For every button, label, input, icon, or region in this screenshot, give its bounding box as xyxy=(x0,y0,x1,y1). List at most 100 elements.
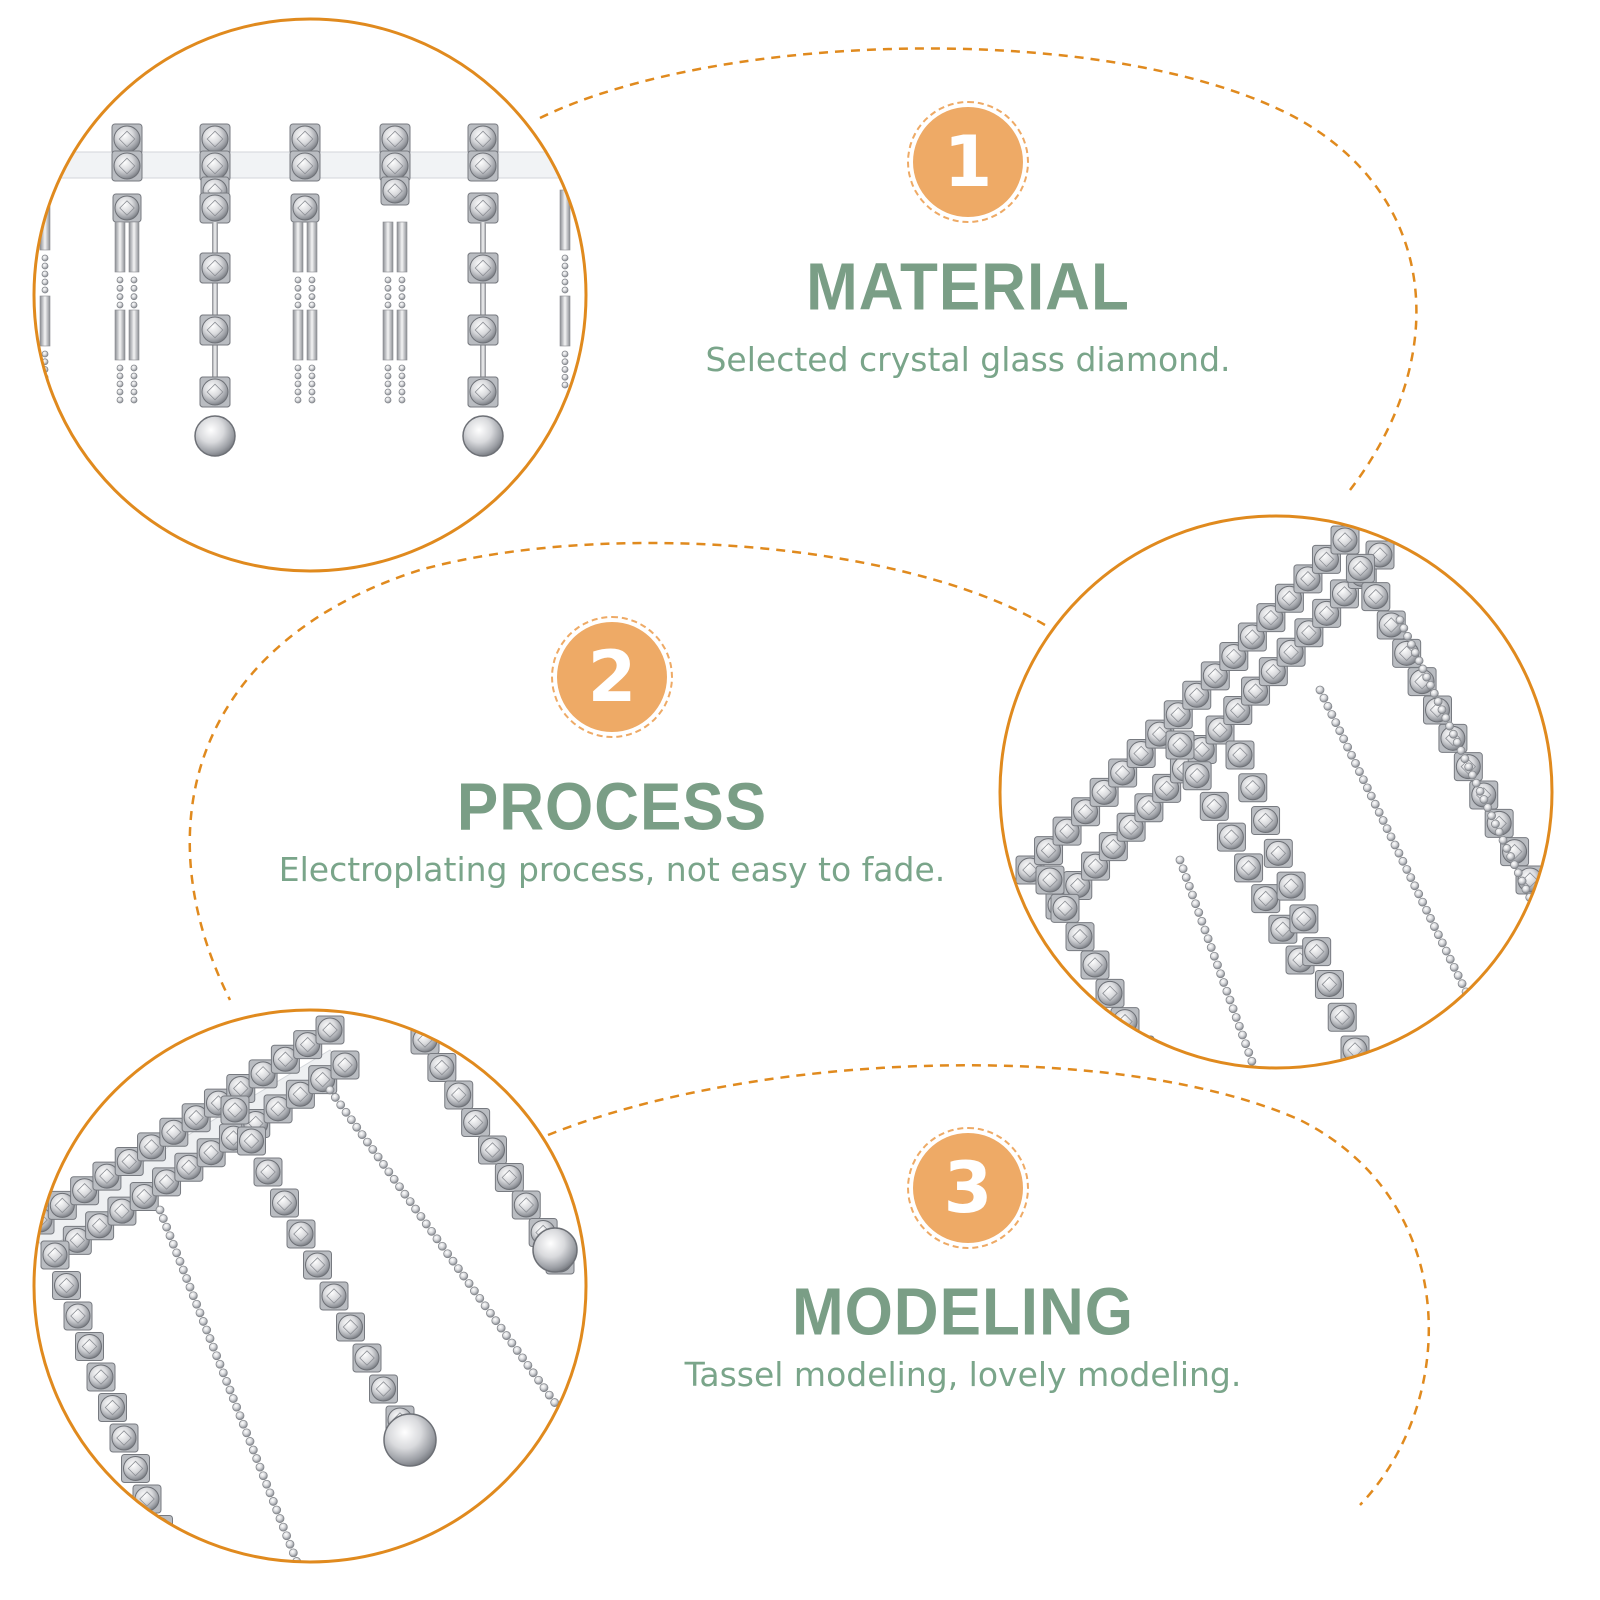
facet xyxy=(206,157,224,175)
facet xyxy=(1170,706,1187,723)
facet xyxy=(1206,798,1223,815)
facet xyxy=(1194,741,1210,758)
rhinestone xyxy=(157,1547,183,1562)
chain-bead xyxy=(162,1222,172,1232)
rhinestone xyxy=(54,1273,79,1298)
chain-bead xyxy=(1465,995,1475,1005)
chain-bead xyxy=(1241,1039,1251,1049)
chain-bead xyxy=(41,270,49,278)
dashed-arc-2 xyxy=(188,541,1046,1001)
chain-bead xyxy=(1517,876,1527,886)
chain-bead xyxy=(384,276,392,284)
facet xyxy=(1247,683,1264,699)
rhinestone xyxy=(265,1096,291,1122)
chain-bead xyxy=(1394,848,1404,858)
rhinestone xyxy=(496,1165,522,1190)
chain-bead xyxy=(116,372,124,380)
chain-bead xyxy=(1386,832,1396,842)
chain-bead xyxy=(1362,783,1372,793)
chain-bead xyxy=(1429,689,1439,698)
chain-bead xyxy=(1178,864,1188,874)
chain-bead xyxy=(398,364,406,372)
facet xyxy=(296,130,314,148)
facet xyxy=(1102,985,1118,1002)
facet xyxy=(91,1218,108,1234)
rhinestone xyxy=(1218,824,1244,850)
chain-bead xyxy=(357,1130,367,1140)
chain-bead xyxy=(416,1212,426,1221)
chain-bead xyxy=(400,1189,410,1199)
rhinestone-chain-closeup-image xyxy=(998,514,1554,1070)
facet xyxy=(1281,590,1298,607)
facet xyxy=(119,200,135,216)
chain-bead xyxy=(296,1566,304,1574)
chain-bead xyxy=(168,1239,178,1249)
rhinestone xyxy=(113,152,141,180)
chain-bead xyxy=(116,396,124,404)
badge-number: 2 xyxy=(587,636,637,718)
facet xyxy=(243,1133,260,1149)
facet xyxy=(118,130,136,148)
rhinestone xyxy=(1097,980,1123,1006)
rhinestone xyxy=(321,1283,347,1309)
chain-bead xyxy=(1319,693,1329,703)
rhinestone xyxy=(77,1334,102,1359)
facet xyxy=(450,1087,467,1103)
chain-bead xyxy=(384,372,392,380)
facet xyxy=(518,1197,535,1213)
chain-bead xyxy=(1441,946,1451,956)
rhinestone xyxy=(371,1376,396,1402)
chain-bead xyxy=(1437,705,1447,715)
rhinestone xyxy=(1240,775,1266,801)
chain-bead xyxy=(294,301,302,309)
chain-bead xyxy=(218,1368,228,1378)
chain-bead xyxy=(130,284,138,292)
number-badge-1: 1 xyxy=(907,101,1029,223)
chain-bead xyxy=(1513,868,1523,878)
chain-bead xyxy=(130,396,138,404)
chain-bead xyxy=(41,286,49,294)
facet xyxy=(104,1399,121,1416)
chain-bead xyxy=(512,1346,522,1355)
chain-bead xyxy=(398,284,406,292)
tube-bead xyxy=(292,309,304,361)
chain-bead xyxy=(384,293,392,301)
chain-bead xyxy=(1197,916,1207,926)
chain-bead xyxy=(480,1301,490,1311)
tube-bead xyxy=(128,309,140,361)
rhinestone xyxy=(1067,924,1093,950)
chain-bead xyxy=(1464,762,1474,772)
tube-bead xyxy=(306,221,318,273)
chain-bead xyxy=(1468,770,1477,780)
rhinestone xyxy=(1329,1004,1355,1030)
chain-bead xyxy=(1475,786,1485,796)
rhinestone-tassel-closeup-image xyxy=(32,1008,588,1574)
chain-bead xyxy=(235,1411,245,1421)
chain-bead xyxy=(41,262,49,270)
facet xyxy=(1321,976,1338,993)
chain-bead xyxy=(398,396,406,404)
tube-bead xyxy=(382,221,394,273)
facet xyxy=(255,1066,271,1082)
chain-bead xyxy=(561,366,569,373)
chain-bead xyxy=(188,1291,198,1301)
chain-bead xyxy=(1406,873,1416,883)
facet xyxy=(1334,1009,1350,1025)
chain-bead xyxy=(1370,799,1380,809)
chain-bead xyxy=(1479,795,1489,804)
facet xyxy=(158,1174,175,1190)
rhinestone xyxy=(1167,732,1193,758)
facet xyxy=(1077,803,1094,820)
chain-bead xyxy=(384,301,392,309)
tube-bead xyxy=(292,221,304,273)
facet xyxy=(1189,767,1205,784)
tassel-fringe-closeup-image xyxy=(32,17,588,573)
number-badge-2: 2 xyxy=(551,616,673,738)
drop-crystal xyxy=(532,1227,578,1273)
chain-bead xyxy=(1434,930,1443,940)
chain-bead xyxy=(1343,742,1353,752)
rhinestone xyxy=(469,194,497,222)
facet xyxy=(166,1124,182,1141)
chain-bead xyxy=(1403,631,1413,641)
chain-bead xyxy=(294,396,302,404)
